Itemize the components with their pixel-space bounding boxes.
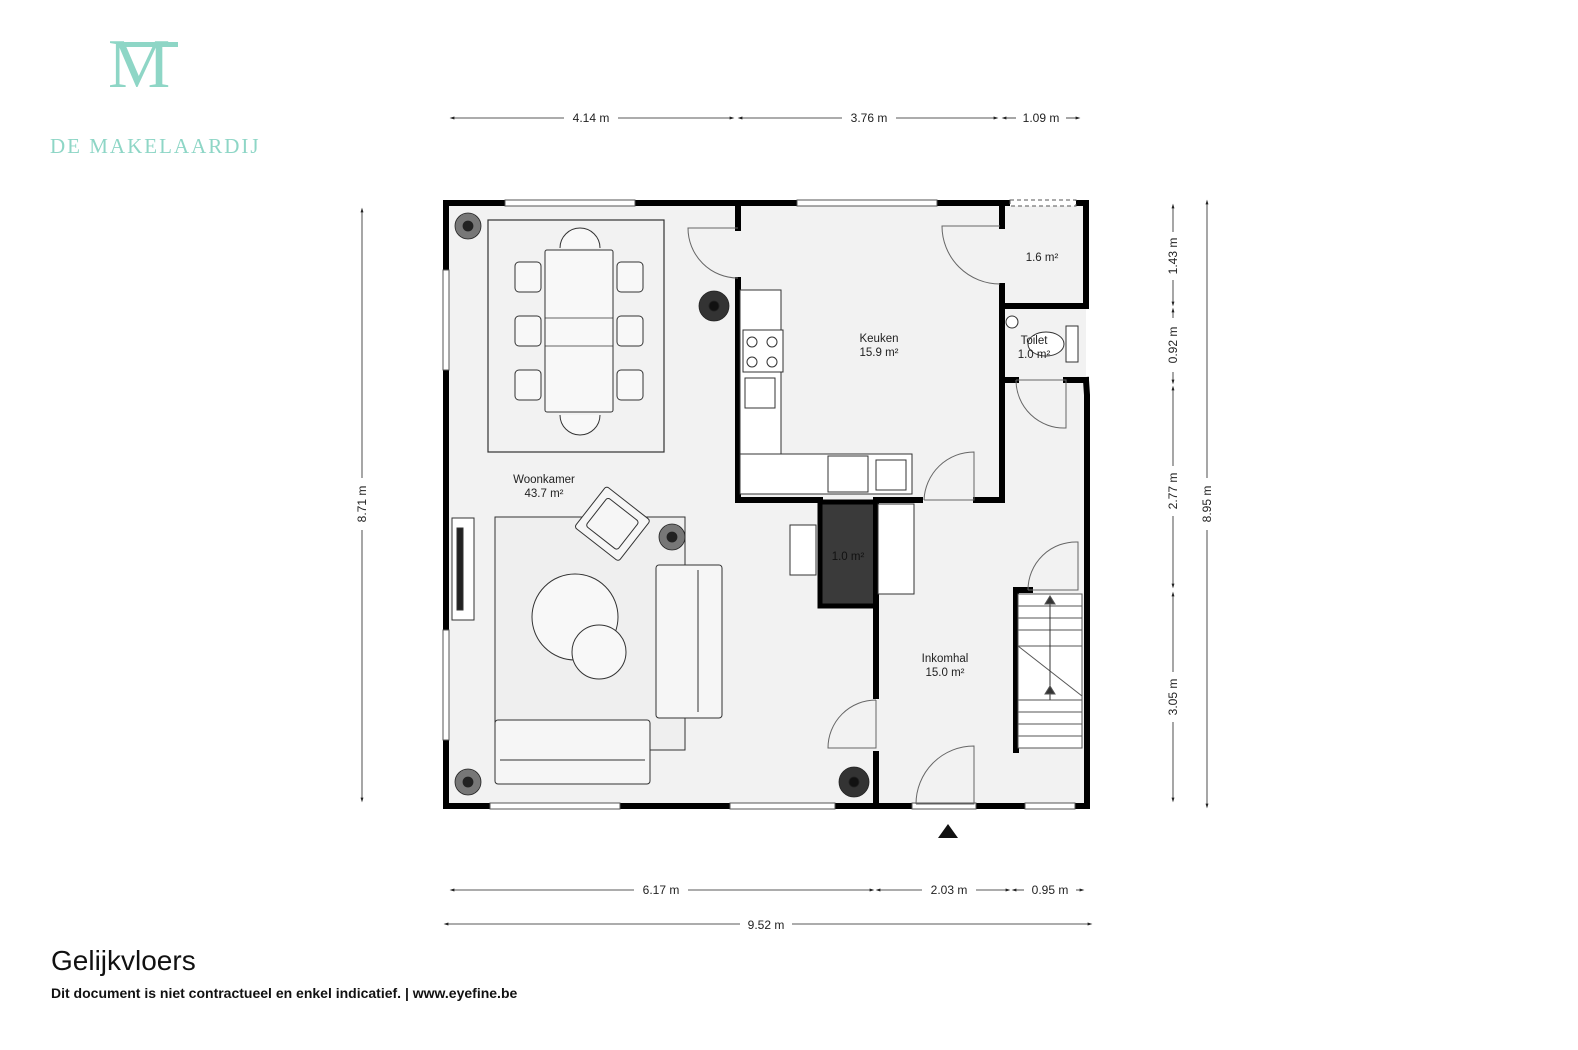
dim-right-2: 0.92 m — [1166, 327, 1180, 364]
room-name-toilet: Toilet — [1021, 335, 1049, 347]
room-labels: Woonkamer 43.7 m² Keuken 15.9 m² 1.6 m² … — [513, 252, 1058, 679]
plant-icon — [454, 212, 482, 240]
dim-left: 8.71 m — [355, 486, 369, 523]
staircase — [1017, 593, 1083, 749]
plant-icon — [838, 766, 870, 798]
dim-bottom-2: 2.03 m — [931, 883, 968, 897]
floor-title: Gelijkvloers — [51, 945, 196, 976]
room-name-inkomhal: Inkomhal — [922, 653, 969, 665]
room-area-toilet: 1.0 m² — [1018, 349, 1051, 361]
disclaimer-text: Dit document is niet contractueel en enk… — [51, 985, 518, 1001]
dimension-lines — [360, 116, 1209, 926]
room-area-woonkamer: 43.7 m² — [525, 488, 564, 500]
dim-top-2: 3.76 m — [851, 111, 888, 125]
plant-icon — [658, 523, 686, 551]
storage-dark-room — [817, 499, 879, 609]
room-area-berging: 1.6 m² — [1026, 252, 1059, 264]
dimension-labels: 4.14 m 3.76 m 1.09 m 6.17 m 2.03 m 0.95 … — [355, 111, 1214, 932]
room-area-keuken: 15.9 m² — [860, 347, 899, 359]
dim-bottom-3: 0.95 m — [1032, 883, 1069, 897]
dim-right-3: 2.77 m — [1166, 473, 1180, 510]
room-area-kast: 1.0 m² — [832, 551, 865, 563]
dim-top-3: 1.09 m — [1023, 111, 1060, 125]
dining-set — [487, 219, 665, 453]
dim-bottom-total: 9.52 m — [748, 918, 785, 932]
plant-icon — [454, 768, 482, 796]
dim-top-1: 4.14 m — [573, 111, 610, 125]
living-set — [451, 486, 723, 785]
logo-monogram: M — [108, 26, 171, 103]
doors — [687, 225, 1079, 805]
room-name-keuken: Keuken — [859, 333, 898, 345]
room-name-woonkamer: Woonkamer — [513, 474, 575, 486]
entrance-arrow-icon — [938, 824, 958, 838]
room-area-inkomhal: 15.0 m² — [926, 667, 965, 679]
dim-right-1: 1.43 m — [1166, 238, 1180, 275]
logo-bar — [116, 42, 178, 47]
windows — [442, 199, 1077, 810]
walls — [443, 200, 1090, 809]
dim-right-total: 8.95 m — [1200, 486, 1214, 523]
dim-right-4: 3.05 m — [1166, 679, 1180, 716]
toilet-fixture — [1005, 315, 1079, 363]
dim-bottom-1: 6.17 m — [643, 883, 680, 897]
kitchen-counters — [739, 289, 915, 595]
plant-icon — [698, 290, 730, 322]
logo-wordmark: DE MAKELAARDIJ — [50, 134, 261, 158]
plant-icons — [454, 212, 870, 798]
